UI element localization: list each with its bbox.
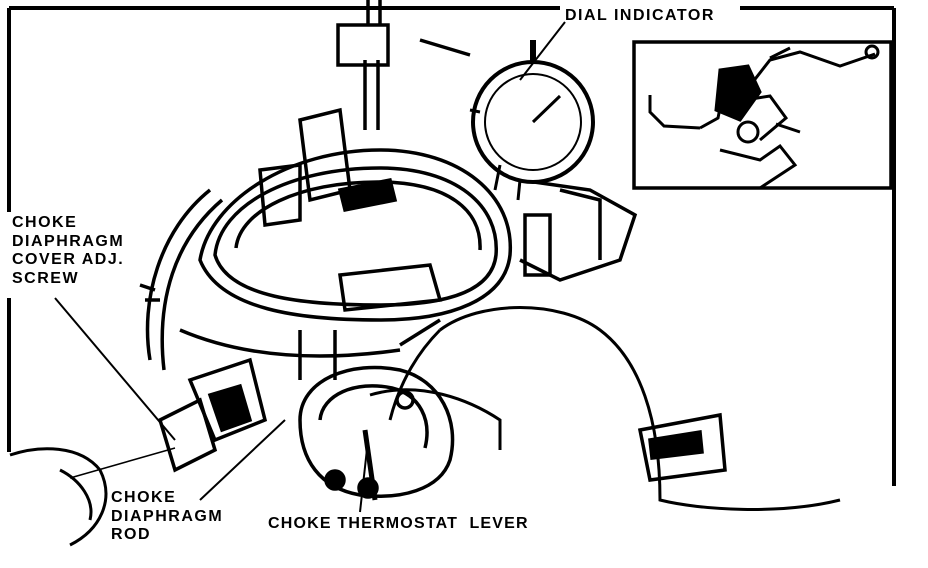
choke-thermostat-lever-label: CHOKE THERMOSTAT LEVER bbox=[268, 515, 529, 532]
leader-screw bbox=[54, 297, 176, 441]
choke-diaphragm-screw-label: CHOKE DIAPHRAGM COVER ADJ. SCREW bbox=[12, 214, 124, 288]
dial-indicator-label: DIAL INDICATOR bbox=[565, 7, 715, 24]
choke-thermostat-housing bbox=[298, 365, 455, 501]
choke-diaphragm-rod-label: CHOKE DIAPHRAGM ROD bbox=[111, 489, 223, 545]
leader-rod bbox=[199, 419, 286, 501]
inset-linkage-view bbox=[632, 40, 893, 190]
leader-dial-indicator bbox=[519, 21, 566, 81]
leader-lines bbox=[54, 21, 566, 513]
figure-frame bbox=[7, 6, 896, 486]
leader-probe bbox=[69, 447, 176, 479]
carburetor-body bbox=[139, 0, 727, 482]
label-line: ROD bbox=[111, 526, 152, 543]
label-line: DIAPHRAGM bbox=[111, 507, 224, 525]
label-line: SCREW bbox=[12, 269, 80, 287]
label-line: CHOKE bbox=[111, 489, 177, 506]
leader-lever bbox=[359, 439, 369, 513]
label-line: COVER ADJ. bbox=[12, 251, 125, 268]
label-line: CHOKE bbox=[12, 214, 78, 231]
label-line: DIAPHRAGM bbox=[12, 232, 125, 250]
